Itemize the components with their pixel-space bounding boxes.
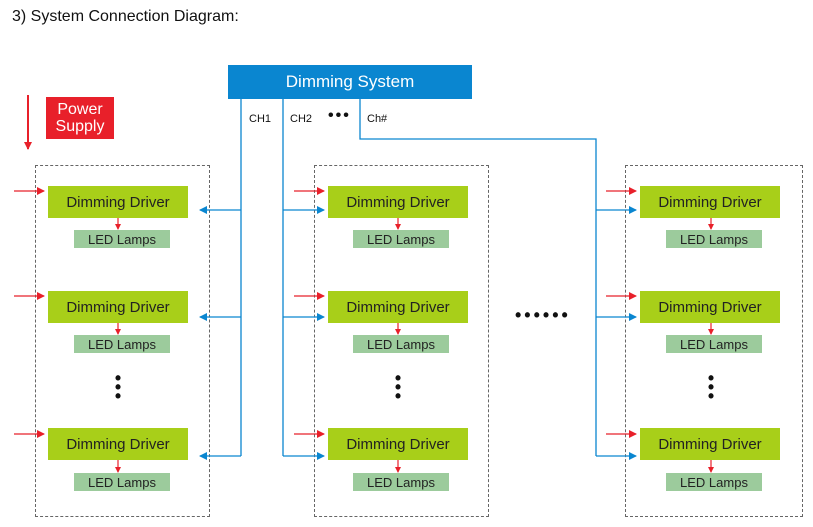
page-title: 3) System Connection Diagram: xyxy=(12,8,239,25)
dimming-system-box: Dimming System xyxy=(228,65,472,99)
led-lamps: LED Lamps xyxy=(353,473,449,491)
vertical-ellipsis: ••• xyxy=(114,368,122,406)
chn-wire xyxy=(359,99,597,456)
led-lamps: LED Lamps xyxy=(666,230,762,248)
led-lamps: LED Lamps xyxy=(74,335,170,353)
power-supply-box: Power Supply xyxy=(46,97,114,139)
dimming-driver: Dimming Driver xyxy=(48,186,188,218)
channel-label-ch2: CH2 xyxy=(290,113,313,125)
horizontal-ellipsis: •••••• xyxy=(515,305,571,325)
led-lamps: LED Lamps xyxy=(353,230,449,248)
dimming-driver: Dimming Driver xyxy=(640,428,780,460)
power-supply-line2: Supply xyxy=(55,118,105,135)
channel-label-chn: Ch# xyxy=(367,113,388,125)
led-lamps: LED Lamps xyxy=(353,335,449,353)
dimming-driver: Dimming Driver xyxy=(328,186,468,218)
led-lamps: LED Lamps xyxy=(666,473,762,491)
channel-label-ch1: CH1 xyxy=(249,113,272,125)
dimming-driver: Dimming Driver xyxy=(640,291,780,323)
channel-more-ellipsis: ••• xyxy=(328,107,351,124)
vertical-ellipsis: ••• xyxy=(394,368,402,406)
dimming-driver: Dimming Driver xyxy=(328,291,468,323)
driver-group-2 xyxy=(314,165,489,517)
power-supply-line1: Power xyxy=(57,101,103,118)
dimming-driver: Dimming Driver xyxy=(640,186,780,218)
led-lamps: LED Lamps xyxy=(666,335,762,353)
dimming-driver: Dimming Driver xyxy=(48,291,188,323)
led-lamps: LED Lamps xyxy=(74,230,170,248)
driver-group-3 xyxy=(625,165,803,517)
dimming-driver: Dimming Driver xyxy=(48,428,188,460)
dimming-driver: Dimming Driver xyxy=(328,428,468,460)
driver-group-1 xyxy=(35,165,210,517)
dimming-system-label: Dimming System xyxy=(285,72,415,91)
vertical-ellipsis: ••• xyxy=(707,368,715,406)
led-lamps: LED Lamps xyxy=(74,473,170,491)
